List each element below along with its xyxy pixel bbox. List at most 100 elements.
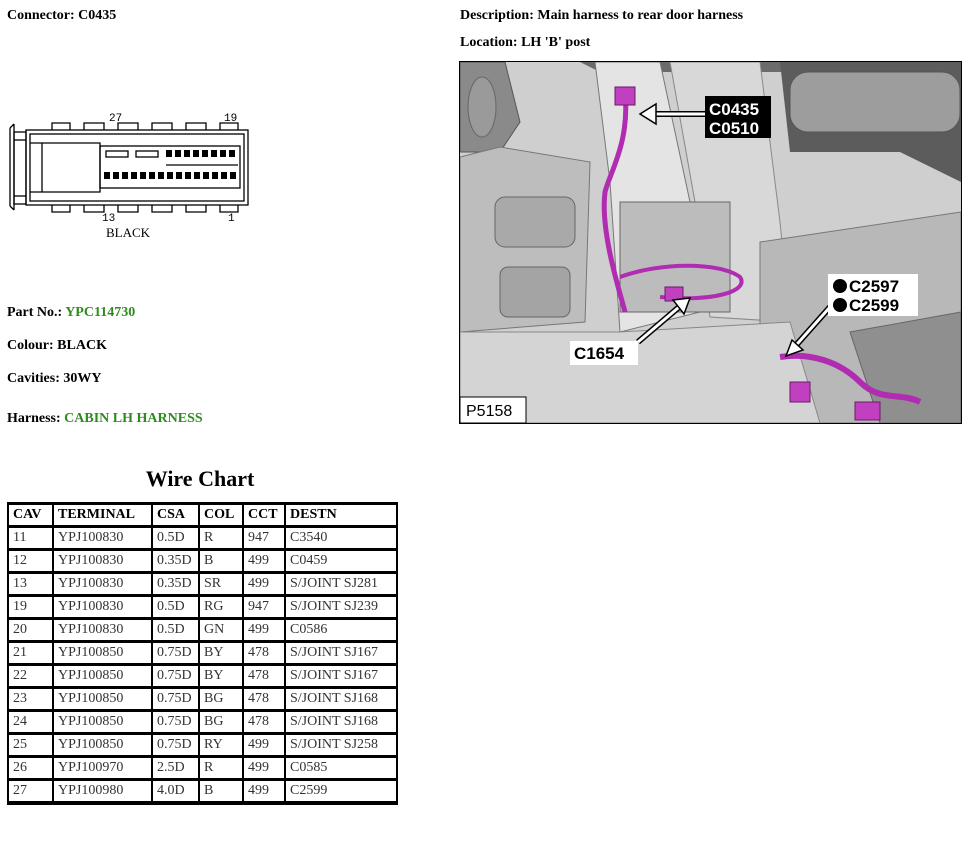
location-value: LH 'B' post [521, 35, 591, 50]
cell-destn: S/JOINT SJ168 [285, 711, 396, 734]
cavities-label: Cavities: [7, 371, 60, 386]
cell-destn: S/JOINT SJ239 [285, 596, 396, 619]
pin-19-label: 19 [224, 113, 237, 125]
harness-line: Harness: CABIN LH HARNESS [7, 411, 203, 427]
col-cct-header: CCT [243, 504, 285, 527]
cell-csa: 0.75D [152, 665, 199, 688]
cell-csa: 0.75D [152, 711, 199, 734]
cell-terminal: YPJ100830 [53, 619, 152, 642]
cell-destn: C0585 [285, 757, 396, 780]
cell-cav: 20 [9, 619, 53, 642]
part-number-label: Part No.: [7, 305, 63, 320]
callout-c1654: C1654 [574, 344, 625, 363]
cell-cct: 499 [243, 550, 285, 573]
location-label: Location: [460, 35, 518, 50]
cell-cav: 24 [9, 711, 53, 734]
cell-destn: S/JOINT SJ281 [285, 573, 396, 596]
cell-terminal: YPJ100850 [53, 642, 152, 665]
col-cav-header: CAV [9, 504, 53, 527]
colour-value: BLACK [57, 338, 107, 353]
cell-terminal: YPJ100830 [53, 550, 152, 573]
cell-destn: S/JOINT SJ258 [285, 734, 396, 757]
part-number-line: Part No.: YPC114730 [7, 305, 135, 321]
cell-cct: 499 [243, 757, 285, 780]
cell-col: B [199, 780, 243, 803]
col-destn-header: DESTN [285, 504, 396, 527]
cell-terminal: YPJ100850 [53, 665, 152, 688]
location-photo: C0435 C0510 C2597 C2599 C1654 P5158 [459, 61, 962, 424]
cell-col: RG [199, 596, 243, 619]
photo-reference: P5158 [466, 403, 512, 420]
bullet-icon [833, 298, 847, 312]
cell-csa: 0.35D [152, 550, 199, 573]
cell-cct: 947 [243, 596, 285, 619]
cell-cav: 27 [9, 780, 53, 803]
cell-col: BY [199, 642, 243, 665]
colour-line: Colour: BLACK [7, 338, 107, 354]
cavities-value: 30WY [63, 371, 102, 386]
cell-terminal: YPJ100830 [53, 573, 152, 596]
cell-destn: C3540 [285, 527, 396, 550]
cell-cav: 13 [9, 573, 53, 596]
cell-cav: 19 [9, 596, 53, 619]
col-terminal-header: TERMINAL [53, 504, 152, 527]
location-line: Location: LH 'B' post [460, 35, 590, 51]
cell-cct: 478 [243, 642, 285, 665]
connector-label: Connector: [7, 8, 75, 23]
cell-destn: C2599 [285, 780, 396, 803]
harness-link[interactable]: CABIN LH HARNESS [64, 411, 203, 426]
cell-terminal: YPJ100970 [53, 757, 152, 780]
bullet-icon [833, 279, 847, 293]
cell-terminal: YPJ100980 [53, 780, 152, 803]
callout-c0510: C0510 [709, 119, 759, 138]
cell-cct: 499 [243, 573, 285, 596]
description-value: Main harness to rear door harness [537, 8, 744, 23]
cell-cav: 11 [9, 527, 53, 550]
cell-csa: 0.5D [152, 596, 199, 619]
cell-col: GN [199, 619, 243, 642]
cell-csa: 0.5D [152, 527, 199, 550]
cell-csa: 0.75D [152, 688, 199, 711]
col-csa-header: CSA [152, 504, 199, 527]
cell-csa: 0.5D [152, 619, 199, 642]
colour-label: Colour: [7, 338, 54, 353]
callout-c2599: C2599 [849, 296, 899, 315]
pin-1-label: 1 [228, 213, 235, 225]
connector-line: Connector: C0435 [7, 8, 116, 24]
connector-value: C0435 [78, 8, 117, 23]
harness-label: Harness: [7, 411, 61, 426]
cell-cav: 12 [9, 550, 53, 573]
part-number-link[interactable]: YPC114730 [65, 305, 136, 320]
pin-27-label: 27 [109, 113, 122, 125]
pin-13-label: 13 [102, 213, 115, 225]
cell-destn: S/JOINT SJ168 [285, 688, 396, 711]
cell-cct: 478 [243, 688, 285, 711]
cell-terminal: YPJ100830 [53, 527, 152, 550]
cell-terminal: YPJ100850 [53, 688, 152, 711]
cell-csa: 0.75D [152, 734, 199, 757]
cell-csa: 0.75D [152, 642, 199, 665]
table-header-row: CAV TERMINAL CSA COL CCT DESTN [9, 504, 396, 527]
cell-destn: C0586 [285, 619, 396, 642]
cell-cct: 499 [243, 780, 285, 803]
wire-chart-title: Wire Chart [145, 466, 255, 491]
cell-cav: 22 [9, 665, 53, 688]
cell-terminal: YPJ100850 [53, 711, 152, 734]
cell-destn: S/JOINT SJ167 [285, 642, 396, 665]
description-line: Description: Main harness to rear door h… [460, 8, 743, 24]
location-illustration: C0435 C0510 C2597 C2599 C1654 P5158 [460, 62, 961, 423]
diagram-colour-label: BLACK [106, 225, 151, 238]
cell-cav: 26 [9, 757, 53, 780]
